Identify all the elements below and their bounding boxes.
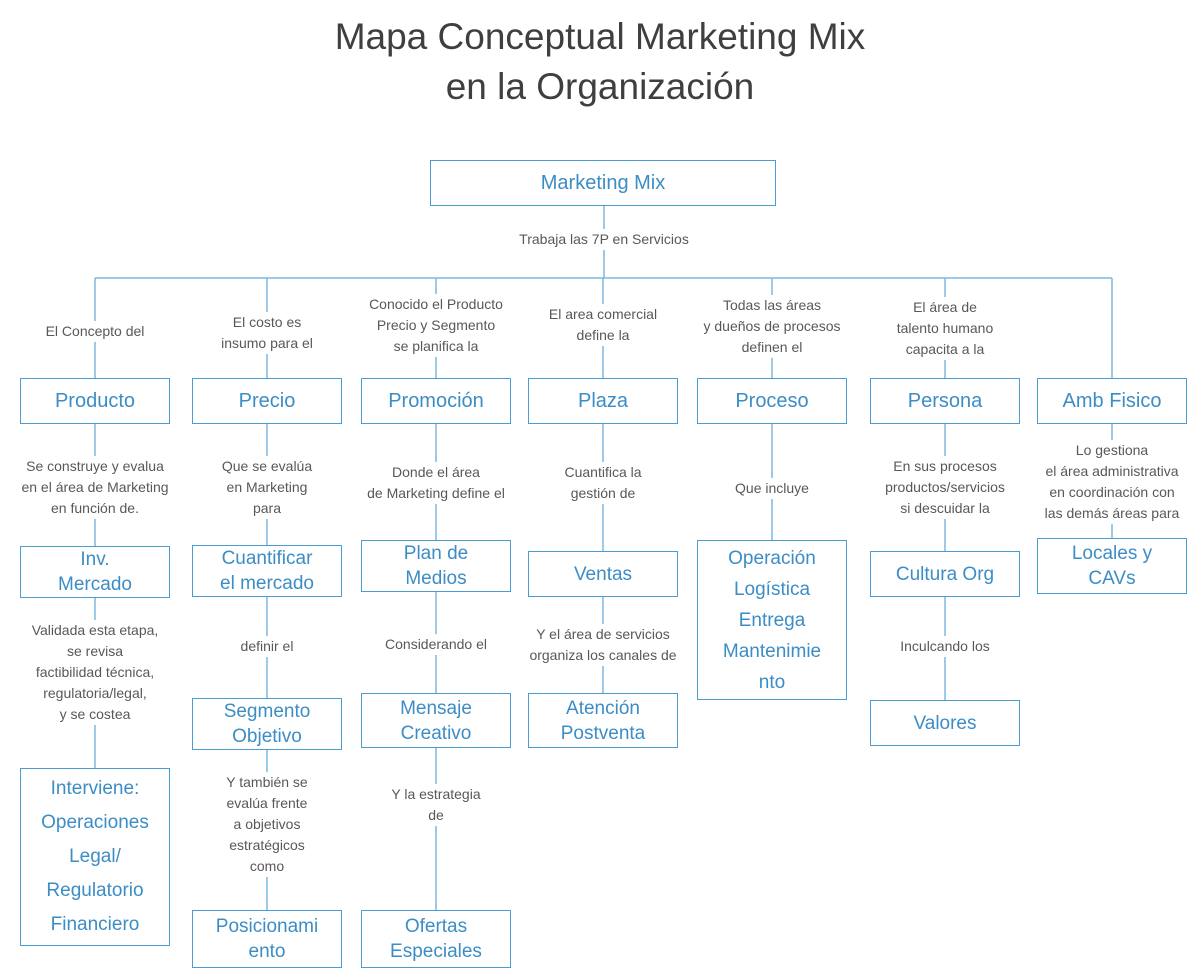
edge-label-ventas: Cuantifica la gestión de [533,462,673,504]
edge-label-producto: El Concepto del [20,321,170,342]
edge-label-precio: El costo es insumo para el [197,312,337,354]
edge-label-atencion: Y el área de servicios organiza los cana… [513,624,693,666]
edge-label-locales: Lo gestiona el área administrativa en co… [1027,440,1197,524]
node-plan-medios: Plan de Medios [361,540,511,592]
node-plaza: Plaza [528,378,678,424]
node-atencion-postventa: Atención Postventa [528,693,678,748]
edge-label-proceso: Todas las áreas y dueños de procesos def… [687,295,857,358]
edge-label-ofertas: Y la estrategia de [376,784,496,826]
edge-label-inv-mercado: Se construye y evalua en el área de Mark… [5,456,185,519]
node-ofertas-especiales: Ofertas Especiales [361,910,511,968]
node-cultura-org: Cultura Org [870,551,1020,597]
edge-label-segmento: definir el [212,636,322,657]
edge-label-mensaje: Considerando el [366,634,506,655]
node-valores: Valores [870,700,1020,746]
edge-label-posicionamiento: Y también se evalúa frente a objetivos e… [202,772,332,877]
edge-label-plan-medios: Donde el área de Marketing define el [346,462,526,504]
node-interviene: Interviene: Operaciones Legal/ Regulator… [20,768,170,946]
node-promocion: Promoción [361,378,511,424]
node-marketing-mix: Marketing Mix [430,160,776,206]
node-operacion-logistica: Operación Logística Entrega Mantenimie n… [697,540,847,700]
node-amb-fisico: Amb Fisico [1037,378,1187,424]
edge-label-cultura: En sus procesos productos/servicios si d… [860,456,1030,519]
node-precio: Precio [192,378,342,424]
edge-label-promocion: Conocido el Producto Precio y Segmento s… [351,294,521,357]
node-segmento-objetivo: Segmento Objetivo [192,698,342,750]
root-edge-label: Trabaja las 7P en Servicios [454,229,754,250]
node-posicionamiento: Posicionami ento [192,910,342,968]
edge-label-operacion: Que incluye [702,478,842,499]
node-persona: Persona [870,378,1020,424]
edge-label-persona: El área de talento humano capacita a la [875,297,1015,360]
node-cuantificar-mercado: Cuantificar el mercado [192,545,342,597]
node-proceso: Proceso [697,378,847,424]
node-producto: Producto [20,378,170,424]
node-inv-mercado: Inv. Mercado [20,546,170,598]
edge-label-cuantificar: Que se evalúa en Marketing para [197,456,337,519]
node-mensaje-creativo: Mensaje Creativo [361,693,511,748]
node-locales-cavs: Locales y CAVs [1037,538,1187,594]
node-ventas: Ventas [528,551,678,597]
edge-label-plaza: El area comercial define la [523,304,683,346]
edge-label-valores: Inculcando los [875,636,1015,657]
edge-label-interviene: Validada esta etapa, se revisa factibili… [10,620,180,725]
page-title: Mapa Conceptual Marketing Mix en la Orga… [334,16,866,107]
